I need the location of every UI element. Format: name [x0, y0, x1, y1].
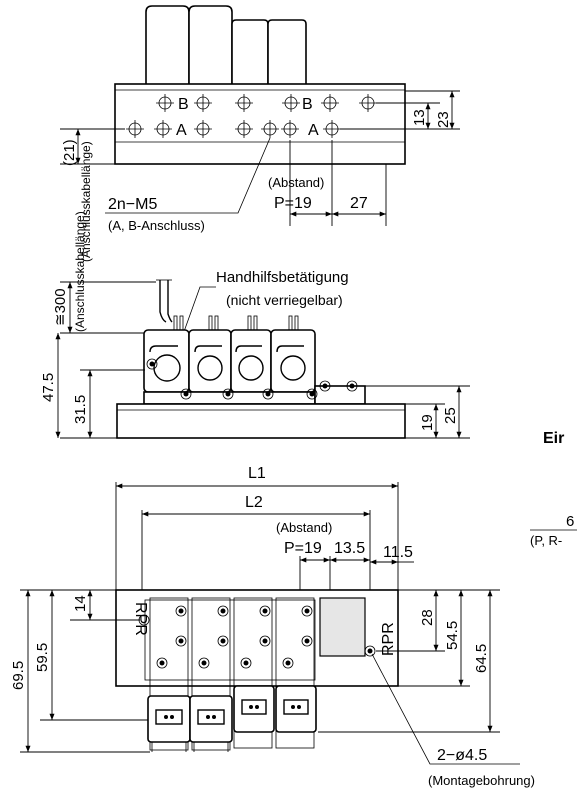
- pitch-top: P=19: [274, 195, 312, 212]
- side-note: (P, R-: [530, 533, 562, 548]
- dim-11-5: 11.5: [383, 544, 413, 561]
- manual-override-note: (nicht verriegelbar): [226, 292, 343, 308]
- side-number: 6: [566, 513, 574, 530]
- ports-right: RPR: [380, 622, 397, 656]
- pitch-bottom: P=19: [284, 540, 322, 557]
- ports-left: RPR: [132, 602, 149, 636]
- thread-label: 2n−M5: [108, 196, 157, 213]
- top-solenoids: [145, 5, 307, 84]
- thread-note: (A, B-Anschluss): [108, 218, 205, 233]
- dim-59-5: 59.5: [34, 643, 51, 672]
- port-b-label-2: B: [302, 96, 313, 113]
- side-fragment: Eir 6 (P, R-: [530, 430, 577, 548]
- dim-13-5: 13.5: [334, 540, 365, 557]
- bottom-valves: [149, 597, 376, 751]
- bottom-connectors: [147, 685, 317, 752]
- cable-note: (Anschlusskabellänge): [73, 211, 87, 332]
- port-b-label: B: [178, 96, 189, 113]
- cable-note-top: (Anschlusskabellänge): [79, 141, 93, 262]
- dim-31-5: 31.5: [72, 395, 89, 424]
- manual-override-label: Handhilfsbetätigung: [216, 269, 349, 286]
- pitch-note-top: (Abstand): [268, 175, 324, 190]
- front-manifold-base: [116, 403, 406, 439]
- dim-69-5: 69.5: [10, 661, 27, 690]
- dim-21: (21): [61, 139, 78, 166]
- dim-64-5: 64.5: [473, 644, 490, 673]
- mount-note: (Montagebohrung): [428, 773, 535, 788]
- dim-13: 13: [411, 109, 428, 126]
- front-solenoids: [143, 329, 316, 393]
- dim-28: 28: [419, 609, 436, 626]
- top-manifold-body: [114, 83, 406, 165]
- bottom-view: L1 L2 (Abstand) P=19 13.5 11.5 RPR RPR: [10, 465, 535, 788]
- dim-l2: L2: [245, 494, 263, 511]
- mount-label: 2−ø4.5: [437, 747, 487, 764]
- pitch-note-bottom: (Abstand): [276, 520, 332, 535]
- dim-27: 27: [350, 195, 368, 212]
- dim-l1: L1: [248, 465, 266, 482]
- side-heading: Eir: [543, 430, 564, 447]
- cable-length: ≅300: [52, 288, 69, 326]
- dim-19: 19: [419, 414, 436, 431]
- dim-25: 25: [442, 407, 459, 424]
- dim-47-5: 47.5: [40, 373, 57, 402]
- coil-pins: [173, 315, 299, 331]
- top-view: B B A A 13 23 (21) 2n−M5 (A, B-Anschluss…: [60, 5, 460, 262]
- dim-23: 23: [435, 111, 452, 128]
- dim-14: 14: [72, 595, 89, 612]
- dim-54-5: 54.5: [444, 621, 461, 650]
- front-view: ≅300 (Anschlusskabellänge) Handhilfsbetä…: [40, 211, 470, 439]
- port-a-label-2: A: [308, 122, 319, 139]
- port-a-label: A: [176, 122, 187, 139]
